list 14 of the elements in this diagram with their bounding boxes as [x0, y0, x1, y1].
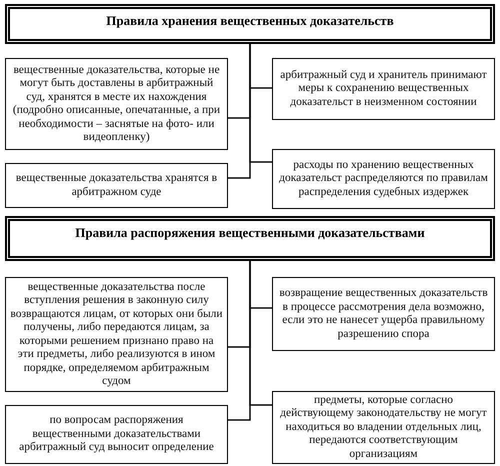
- rule-text: возвращение вещественных доказательств в процессе рассмотрения дела возможно, если это не нанесет ущерба правильному разрешению спора: [278, 287, 489, 341]
- connector-line: [228, 44, 251, 179]
- connector-line: [228, 261, 251, 421]
- rule-text: предметы, которые согласно действующему законодательству не могут находиться во владении отдельных лиц, передаются соответствующим организациям: [279, 394, 488, 462]
- section-header-box: [5, 4, 495, 44]
- rule-text: вещественные доказательства после вступления решения в законную силу возвращаются лицам, от которых они были получены, либо передаются лицам, за которыми решением признано право на эти предметы, либо реализуются в ином порядке, определяемом арбитражным судом: [10, 280, 223, 388]
- rule-text: по вопросам распоряжения вещественными доказательствами арбитражный суд выносит определение: [18, 414, 215, 455]
- rule-text: вещественные доказательства, которые не могут быть доставлены в арбитражный суд, хранятся в месте их нахождения (подробно описанные, опечатанные, а при необходимости – заснятые на фото- или видеопленку): [12, 64, 222, 144]
- section-title: Правила хранения вещественных доказательств: [106, 13, 394, 29]
- section-header-box: [5, 216, 495, 261]
- rule-text: вещественные доказательства хранятся в арбитражном суде: [14, 172, 218, 199]
- rule-text: расходы по хранению вещественных доказательст распределяются по правилам распределения судебных издержек: [278, 158, 489, 200]
- section-title: Правила распоряжения вещественными доказательствами: [75, 225, 425, 241]
- rule-text: арбитражный суд и хранитель принимают меры к сохранению вещественных доказательст в неизменном состоянии: [279, 68, 488, 110]
